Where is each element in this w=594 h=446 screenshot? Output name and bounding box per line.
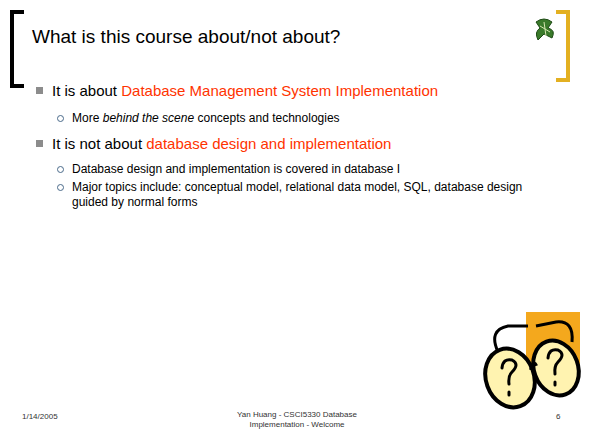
square-bullet <box>36 87 43 94</box>
bullet-text: Major topics include: conceptual model, … <box>72 180 522 209</box>
footer-text: 1/14/2005 <box>22 412 58 422</box>
footer-text: 6 <box>556 412 560 422</box>
circle-bullet <box>57 115 64 122</box>
bullet-line: More behind the sceneconcepts and technol… <box>72 111 542 126</box>
bullet-line: It is not aboutdatabase design and imple… <box>52 135 552 154</box>
circle-bullet <box>57 184 64 191</box>
logo <box>536 19 553 40</box>
bullet-text: It is not about <box>52 135 142 152</box>
highlight-text: Database Management System Implementatio… <box>121 82 438 99</box>
bullet-text: More <box>72 111 99 125</box>
bullet-text: behind the scene <box>103 111 194 125</box>
slide-title: What is this course about/not about? <box>32 26 340 48</box>
circle-bullet <box>57 166 64 173</box>
title-bracket <box>12 12 24 86</box>
highlight-text: database design and implementation <box>146 135 391 152</box>
title-bracket <box>556 12 568 80</box>
bullet-text: Database design and implementation is co… <box>72 162 400 176</box>
bullet-line: Database design and implementation is co… <box>72 162 542 177</box>
square-bullet <box>36 140 43 147</box>
footer-text: Yan Huang - CSCI5330 Database Implementa… <box>222 410 372 429</box>
bullet-text: concepts and technologies <box>197 111 339 125</box>
bullet-line: Major topics include: conceptual model, … <box>72 180 542 210</box>
glasses-clipart <box>477 312 586 414</box>
bullet-text: It is about <box>52 82 117 99</box>
bullet-line: It is aboutDatabase Management System Im… <box>52 82 552 101</box>
